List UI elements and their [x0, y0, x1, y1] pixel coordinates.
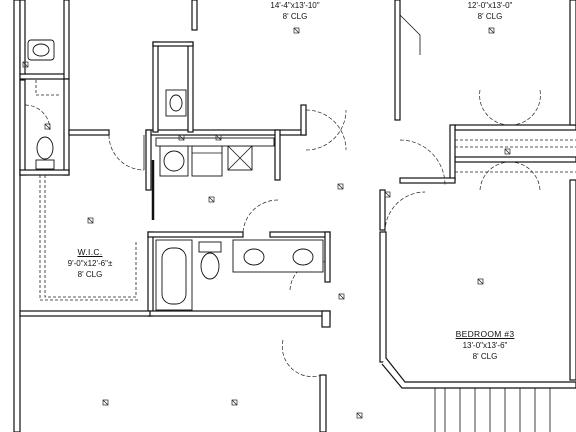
- wall: [68, 129, 110, 136]
- door-swing: [108, 134, 145, 171]
- wall: [19, 169, 70, 176]
- wall: [147, 231, 244, 238]
- wall: [321, 310, 331, 328]
- wall-angle: [399, 0, 421, 55]
- light-icon: [178, 134, 185, 141]
- room-top-right-ceiling: 8' CLG: [477, 12, 503, 21]
- light-icon: [102, 399, 109, 406]
- wall: [63, 0, 70, 80]
- wall: [19, 73, 69, 80]
- room-bedroom3-name: BEDROOM #3: [455, 329, 515, 339]
- vanity: [232, 239, 324, 273]
- light-icon: [87, 217, 94, 224]
- light-fixtures: [22, 27, 511, 419]
- wall: [319, 374, 327, 432]
- light-icon: [504, 148, 511, 155]
- wic-shelf: [44, 175, 137, 298]
- light-icon: [215, 134, 222, 141]
- room-bedroom3-size: 13'-0"x13'-6": [462, 341, 508, 350]
- wall: [147, 310, 331, 317]
- wall: [147, 231, 154, 317]
- stairs: [434, 388, 551, 432]
- door-swing: [242, 199, 279, 233]
- vanity-outline: [35, 80, 60, 96]
- wall: [145, 129, 152, 191]
- wall: [152, 41, 159, 133]
- room-top-middle-size: 14'-4"x13'-10": [270, 1, 320, 10]
- wall: [187, 41, 194, 133]
- wall: [274, 129, 281, 181]
- door-swing: [305, 109, 347, 151]
- door-swing: [509, 161, 541, 191]
- light-icon: [488, 27, 495, 34]
- room-wic-ceiling: 8' CLG: [77, 270, 103, 279]
- light-icon: [477, 278, 484, 285]
- toilet: [35, 136, 55, 170]
- wall: [569, 179, 576, 381]
- room-top-middle-ceiling: 8' CLG: [282, 12, 308, 21]
- wall: [63, 78, 70, 176]
- light-icon: [384, 191, 391, 198]
- door-swing: [399, 139, 446, 186]
- wall-angle: [381, 357, 576, 389]
- light-icon: [337, 183, 344, 190]
- wall: [152, 41, 194, 47]
- light-icon: [293, 27, 300, 34]
- room-wic-name: W.I.C.: [77, 247, 103, 257]
- light-icon: [44, 123, 51, 130]
- door-swing: [305, 109, 347, 151]
- light-icon: [356, 412, 363, 419]
- left-exterior-wall: [13, 0, 21, 432]
- laundry-sink: [227, 145, 253, 171]
- wall: [19, 79, 26, 176]
- washer: [159, 145, 189, 177]
- dryer: [191, 145, 223, 177]
- light-icon: [22, 61, 29, 68]
- door-swing: [24, 104, 51, 131]
- wall: [324, 231, 331, 283]
- wall: [454, 124, 576, 131]
- door-swing: [479, 89, 511, 126]
- light-icon: [208, 196, 215, 203]
- room-bedroom3-ceiling: 8' CLG: [472, 352, 498, 361]
- wall: [399, 177, 456, 184]
- wall: [19, 0, 26, 75]
- door-swing: [281, 339, 323, 377]
- room-top-right-size: 12'-0"x13'-0": [467, 1, 513, 10]
- wall: [569, 0, 576, 126]
- sink: [165, 89, 187, 117]
- wall: [454, 156, 576, 163]
- wall: [379, 231, 387, 363]
- door-swing: [384, 191, 426, 233]
- door-swing: [479, 161, 511, 191]
- light-icon: [338, 293, 345, 300]
- light-icon: [231, 399, 238, 406]
- wall: [394, 0, 401, 121]
- wall: [379, 189, 386, 231]
- wall: [191, 0, 198, 31]
- toilet: [198, 241, 222, 280]
- counter: [155, 137, 275, 147]
- wall: [19, 310, 151, 317]
- wall: [449, 124, 456, 181]
- wall: [269, 231, 331, 238]
- room-wic-size: 9'-0"x12'-6"±: [67, 259, 113, 268]
- wall: [300, 104, 307, 136]
- bathtub: [155, 239, 193, 311]
- door-swing: [509, 89, 541, 126]
- wall: [145, 129, 307, 136]
- sink: [27, 39, 55, 61]
